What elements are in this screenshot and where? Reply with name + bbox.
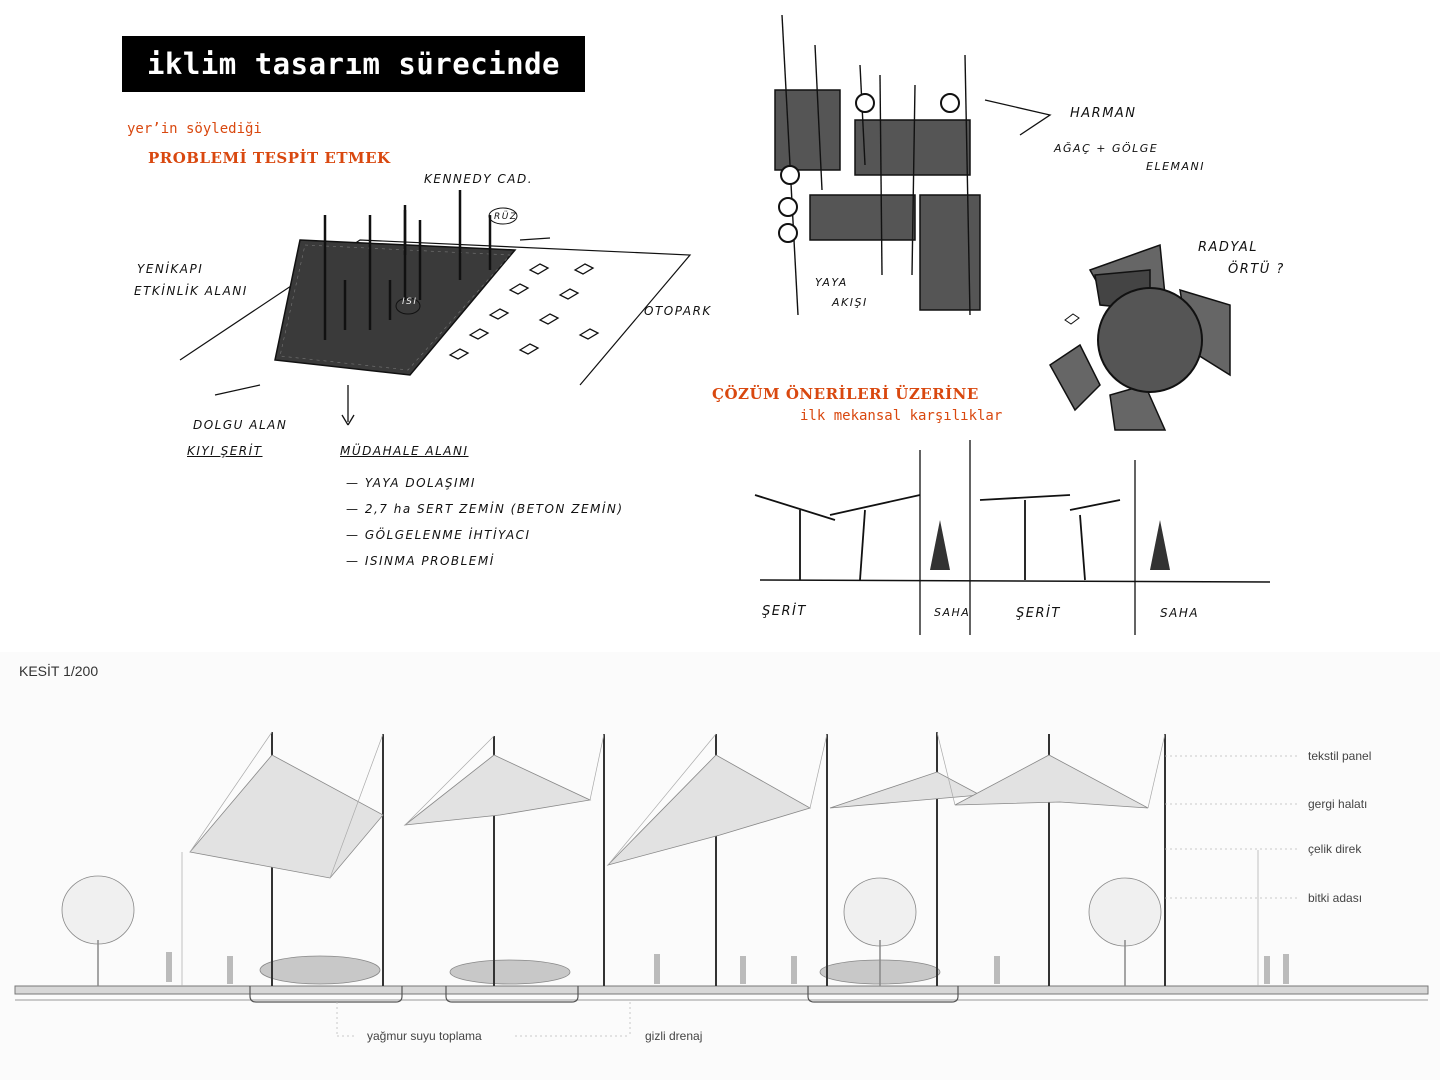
- area-label-line1: YENİKAPI: [137, 262, 204, 276]
- tree-symbols: [778, 93, 960, 243]
- heat-arrows: [343, 205, 407, 330]
- ground-slab: [14, 985, 1429, 995]
- area-label-line2: ETKİNLİK ALANI: [134, 284, 248, 298]
- fill-label: DOLGU ALAN: [193, 418, 288, 432]
- problem-item: — YAYA DOLAŞIMI: [346, 476, 476, 490]
- zone-label: SAHA: [1160, 606, 1200, 620]
- section-panel: [0, 652, 1440, 1080]
- radial-label-line1: RADYAL: [1198, 240, 1259, 255]
- radial-canopy-sketch: [1049, 243, 1231, 431]
- people: [166, 952, 1289, 984]
- solutions-section-sketch: [754, 440, 1271, 635]
- pointer-line: [984, 99, 1052, 136]
- problem-item: — GÖLGELENME İHTİYACI: [346, 528, 531, 542]
- label-leaders: [336, 755, 1300, 1037]
- problem-item: — ISINMA PROBLEMİ: [346, 554, 495, 568]
- zone-label: SAHA: [934, 606, 971, 619]
- subtitle-bold: PROBLEMİ TESPİT ETMEK: [148, 149, 391, 167]
- small-car: [1064, 313, 1080, 325]
- coast-label: KIYI ŞERİT: [187, 444, 263, 458]
- label-guy-rope: gergi halatı: [1308, 797, 1368, 811]
- mix-label-line2: ELEMANI: [1146, 160, 1206, 173]
- section-drawing: [14, 731, 1429, 1037]
- plan-sketch: [774, 15, 1052, 316]
- plant-symbols: [930, 520, 1170, 570]
- intervention-area-shape: [274, 239, 517, 376]
- ground-line: [759, 579, 1271, 583]
- hatch-outline: [279, 244, 511, 371]
- pedestrian-lines: [781, 15, 971, 316]
- intervention-label: MÜDAHALE ALANI: [340, 444, 469, 458]
- problem-item: — 2,7 ha SERT ZEMİN (BETON ZEMİN): [346, 502, 624, 516]
- site-outline: [179, 239, 692, 386]
- heat-label: ISI: [402, 297, 418, 307]
- trees: [61, 875, 1162, 947]
- wind-circle: [488, 207, 518, 225]
- radial-label-line2: ÖRTÜ ?: [1228, 262, 1285, 277]
- harman-label: HARMAN: [1070, 106, 1137, 121]
- mix-label-line1: AĞAÇ + GÖLGE: [1054, 142, 1159, 155]
- section-title: KESİT 1/200: [19, 663, 99, 679]
- zone-dividers: [919, 440, 1136, 635]
- pedestrian-label-line1: YAYA: [815, 276, 848, 289]
- tree-trunks: [97, 940, 1126, 986]
- guy-ropes: [181, 731, 1259, 986]
- subtitle-small: yer’in söylediği: [127, 121, 262, 137]
- label-steel-mast: çelik direk: [1308, 842, 1362, 856]
- right-arrow: [519, 237, 551, 241]
- solutions-title: ÇÖZÜM ÖNERİLERİ ÜZERİNE: [712, 385, 979, 403]
- page-title: iklim tasarım sürecinde: [122, 36, 585, 92]
- textile-panels: [189, 754, 1149, 879]
- site-sketch: [179, 190, 692, 426]
- zone-label: ŞERİT: [762, 604, 807, 619]
- label-plant-island: bitki adası: [1308, 891, 1363, 905]
- solutions-subtitle: ilk mekansal karşılıklar: [800, 408, 1003, 424]
- label-rainwater: yağmur suyu toplama: [367, 1029, 482, 1043]
- vegetation: [259, 955, 941, 985]
- zone-label: ŞERİT: [1016, 606, 1061, 621]
- left-arrow: [214, 384, 261, 396]
- wind-label: RÜZ: [494, 212, 518, 222]
- street-label: KENNEDY CAD.: [424, 172, 534, 186]
- pedestrian-label-line2: AKIŞI: [832, 296, 868, 309]
- canopy-core: [1097, 287, 1203, 393]
- planter-basins: [249, 986, 959, 1003]
- plan-blocks: [774, 89, 981, 311]
- canopy-shapes: [754, 494, 1121, 581]
- parking-cars: [448, 263, 600, 360]
- down-arrow: [341, 385, 355, 426]
- parking-label: OTOPARK: [644, 304, 712, 318]
- label-textile-panel: tekstil panel: [1308, 749, 1372, 763]
- label-drainage: gizli drenaj: [645, 1029, 703, 1043]
- heat-circle: [395, 297, 421, 315]
